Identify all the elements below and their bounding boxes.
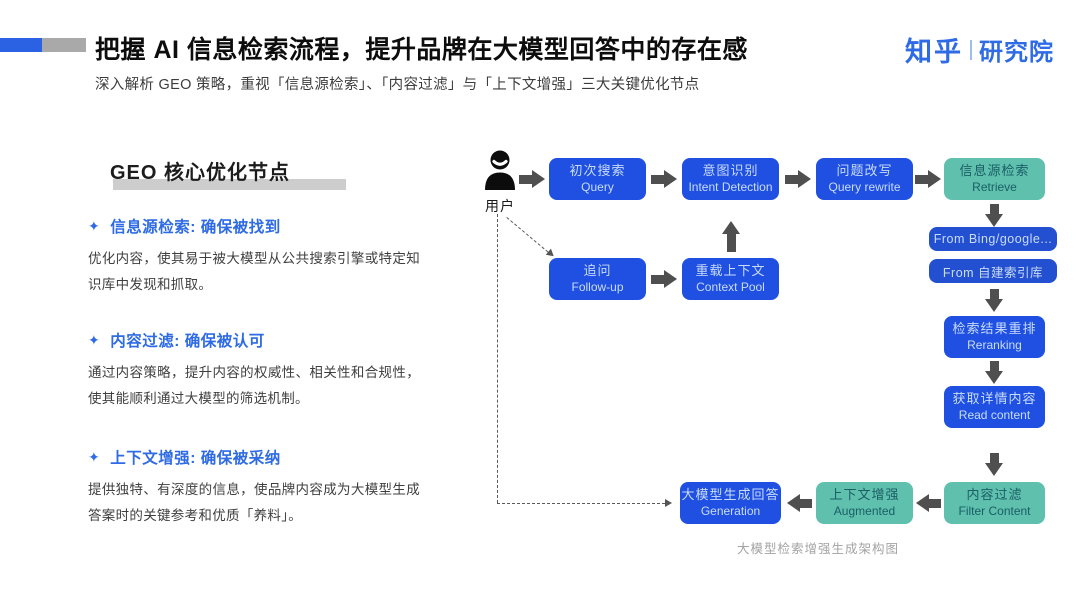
section-heading-wrap: GEO 核心优化节点 [110, 156, 346, 190]
arrow-right-icon [915, 170, 941, 188]
bullet-retrieve-desc: 优化内容，使其易于被大模型从公共搜索引擎或特定知识库中发现和抓取。 [88, 251, 420, 293]
bullet-filter-desc: 通过内容策略，提升内容的权威性、相关性和合规性，使其能顺利通过大模型的筛选机制。 [88, 365, 420, 407]
node-retrieve: 信息源检索 Retrieve [944, 158, 1045, 200]
node-generation: 大模型生成回答 Generation [680, 482, 781, 524]
node-intent-detection: 意图识别 Intent Detection [682, 158, 779, 200]
node-filter-content: 内容过滤 Filter Content [944, 482, 1045, 524]
arrow-right-icon [785, 170, 811, 188]
dashed-line-user-down [497, 214, 498, 503]
node-from-own-index: From 自建索引库 [929, 259, 1057, 283]
arrow-down-icon [985, 453, 1003, 476]
arrow-down-icon [985, 361, 1003, 384]
bullet-retrieve-title: 信息源检索: 确保被找到 [110, 219, 281, 236]
user-icon [485, 150, 515, 190]
node-context-pool: 重载上下文 Context Pool [682, 258, 779, 300]
node-reranking: 检索结果重排 Reranking [944, 316, 1045, 358]
arrow-right-icon [651, 270, 677, 288]
arrow-right-icon [519, 170, 545, 188]
zhihu-research-logo: 知乎 研究院 [905, 30, 1054, 69]
bullet-augment-title: 上下文增强: 确保被采纳 [110, 450, 281, 467]
diamond-icon: ✦ [88, 218, 101, 234]
node-followup: 追问 Follow-up [549, 258, 646, 300]
logo-divider [970, 39, 972, 60]
section-heading: GEO 核心优化节点 [110, 162, 291, 184]
bullet-augment-desc: 提供独特、有深度的信息，使品牌内容成为大模型生成答案时的关键参考和优质「养料」。 [88, 482, 420, 524]
accent-bar-blue [0, 38, 42, 52]
user-label: 用户 [485, 198, 515, 214]
dashed-arrow-user-to-followup [506, 217, 557, 260]
node-read-content: 获取详情内容 Read content [944, 386, 1045, 428]
node-from-bing-google: From Bing/google... [929, 227, 1057, 251]
arrow-down-icon [985, 289, 1003, 312]
bullet-filter: ✦ 内容过滤: 确保被认可 [88, 329, 428, 351]
page-subtitle: 深入解析 GEO 策略，重视「信息源检索」、「内容过滤」与「上下文增强」三大关键… [95, 77, 700, 93]
node-augmented: 上下文增强 Augmented [816, 482, 913, 524]
bullet-retrieve: ✦ 信息源检索: 确保被找到 [88, 215, 428, 237]
diamond-icon: ✦ [88, 449, 101, 465]
logo-unit: 研究院 [979, 39, 1054, 66]
arrow-right-icon [651, 170, 677, 188]
arrow-left-icon [916, 494, 941, 512]
logo-brand: 知乎 [905, 37, 963, 67]
header-accent-bar [0, 38, 86, 52]
dashed-arrow-to-generation [497, 499, 672, 507]
arrow-down-icon [985, 204, 1003, 227]
diagram-caption: 大模型检索增强生成架构图 [736, 542, 899, 556]
node-query-rewrite: 问题改写 Query rewrite [816, 158, 913, 200]
page-title: 把握 AI 信息检索流程，提升品牌在大模型回答中的存在感 [95, 36, 748, 64]
bullet-filter-title: 内容过滤: 确保被认可 [110, 333, 265, 350]
node-query: 初次搜索 Query [549, 158, 646, 200]
heading-underline-bar [113, 179, 346, 190]
arrow-up-icon [722, 221, 740, 252]
user-figure: 用户 [480, 150, 520, 216]
bullet-augment: ✦ 上下文增强: 确保被采纳 [88, 446, 428, 468]
accent-bar-gray [42, 38, 86, 52]
diamond-icon: ✦ [88, 332, 101, 348]
arrow-left-icon [787, 494, 812, 512]
